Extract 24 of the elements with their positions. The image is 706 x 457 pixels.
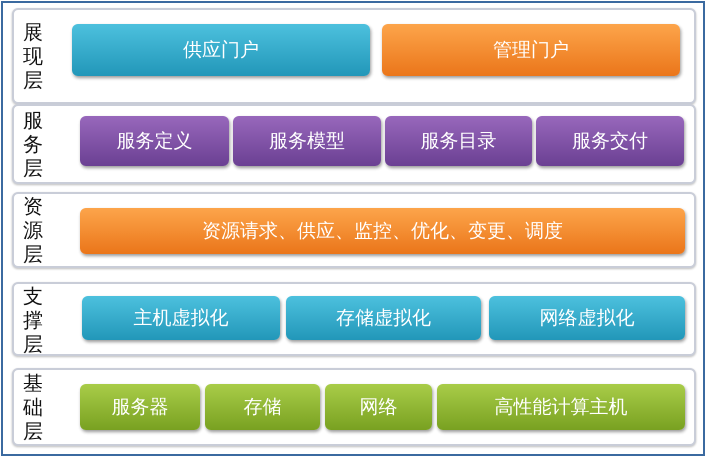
component-box: 服务目录: [385, 116, 532, 166]
component-box: 网络虚拟化: [489, 296, 685, 340]
component-box: 网络: [325, 384, 432, 430]
layer-panel: [12, 368, 696, 446]
layer-label: 服务层: [22, 108, 44, 180]
component-box: 服务模型: [233, 116, 381, 166]
layer-label: 展现层: [22, 20, 44, 92]
layer-label: 支撑层: [22, 284, 44, 356]
layer-label: 资源层: [22, 194, 44, 266]
layer-panel: [12, 282, 696, 356]
component-box: 供应门户: [72, 24, 370, 76]
layer-panel: [12, 8, 696, 104]
layer-label: 基础层: [22, 371, 44, 443]
component-box: 存储虚拟化: [286, 296, 481, 340]
component-box: 服务交付: [536, 116, 684, 166]
component-box: 存储: [205, 384, 320, 430]
component-box: 高性能计算主机: [437, 384, 685, 430]
component-box: 服务器: [80, 384, 200, 430]
component-box: 管理门户: [382, 24, 680, 76]
layer-panel: [12, 104, 696, 184]
resource-bar: 资源请求、供应、监控、优化、变更、调度: [80, 208, 685, 254]
component-box: 服务定义: [80, 116, 229, 166]
layer-panel: [12, 192, 696, 268]
component-box: 主机虚拟化: [82, 296, 280, 340]
